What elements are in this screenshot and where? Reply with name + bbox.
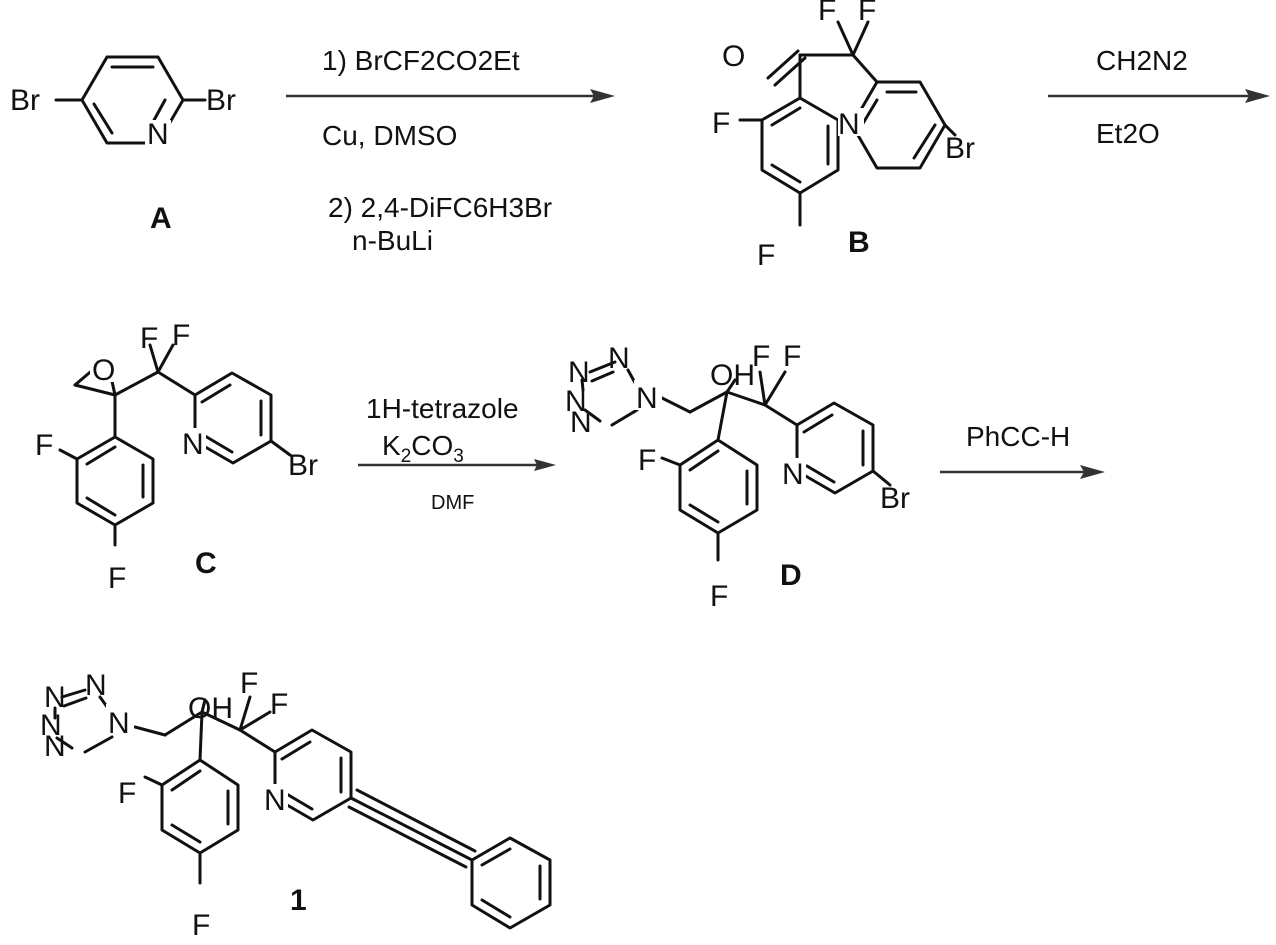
compound-c-o: O — [92, 354, 115, 387]
compound-1: N N N N N OH F F N F F 1 — [40, 667, 550, 942]
arrow-1-conditions-1: Cu, DMSO — [322, 120, 457, 151]
compound-b-f-para: F — [757, 239, 775, 272]
reaction-arrow-4: PhCC-H — [940, 421, 1105, 479]
compound-1-f-1: F — [240, 667, 258, 700]
compound-a-n: N — [147, 118, 169, 151]
compound-d-aryl-ring — [680, 440, 757, 533]
arrow-1-step-2: 2) 2,4-DiFC6H3Br — [328, 192, 552, 223]
compound-a-label: A — [150, 202, 172, 235]
compound-b-br: Br — [945, 132, 975, 165]
compound-d-n-4: N — [570, 406, 592, 439]
compound-c: O F F N Br F F C — [35, 319, 318, 595]
compound-b-f-1: F — [818, 0, 836, 27]
compound-d-n-5: N — [636, 382, 658, 415]
compound-1-oh: OH — [188, 692, 233, 725]
arrow-2-solvent: Et2O — [1096, 118, 1160, 149]
compound-c-f-2: F — [172, 319, 190, 352]
compound-b-pyridine-ring — [852, 82, 945, 168]
compound-b-o: O — [722, 40, 745, 73]
compound-b-n: N — [838, 108, 860, 141]
compound-d-label: D — [780, 559, 802, 592]
compound-d-n-py: N — [782, 458, 804, 491]
arrow-1-step-1: 1) BrCF2CO2Et — [322, 45, 520, 76]
compound-d-f-ortho: F — [638, 444, 656, 477]
compound-1-f-para: F — [192, 909, 210, 942]
reaction-arrow-3: 1H-tetrazole K2CO3 DMF — [358, 393, 556, 514]
compound-b-f-2: F — [858, 0, 876, 27]
compound-1-n-2: N — [85, 669, 107, 702]
compound-c-n: N — [182, 428, 204, 461]
arrow-4-reagent: PhCC-H — [966, 421, 1070, 452]
arrow-3-reagent: 1H-tetrazole — [366, 393, 519, 424]
compound-1-n-4: N — [44, 730, 66, 763]
compound-1-alkyne — [351, 798, 472, 860]
compound-1-n-5: N — [108, 707, 130, 740]
arrow-3-solvent: DMF — [431, 492, 474, 514]
arrow-1-conditions-2: n-BuLi — [352, 225, 433, 256]
compound-b-f-ortho: F — [712, 107, 730, 140]
compound-a-br-left: Br — [10, 84, 40, 117]
reaction-arrow-2: CH2N2 Et2O — [1048, 45, 1270, 149]
compound-d-f-para: F — [710, 580, 728, 613]
compound-d-f-2: F — [783, 340, 801, 373]
compound-d-oh: OH — [710, 359, 755, 392]
compound-1-phenyl-ring — [472, 838, 550, 928]
arrow-3-base: K2CO3 — [382, 430, 464, 467]
compound-c-br: Br — [288, 449, 318, 482]
arrow-2-reagent: CH2N2 — [1096, 45, 1188, 76]
reaction-arrow-1: 1) BrCF2CO2Et Cu, DMSO 2) 2,4-DiFC6H3Br … — [286, 45, 615, 256]
compound-d-br: Br — [880, 482, 910, 515]
compound-d-n-2: N — [608, 342, 630, 375]
compound-d: N N N N N OH F F N Br F F D — [565, 340, 910, 613]
compound-b: O F F N Br F F B — [712, 0, 975, 272]
compound-b-label: B — [848, 226, 870, 259]
compound-a-br-right: Br — [206, 84, 236, 117]
compound-1-f-2: F — [270, 688, 288, 721]
compound-1-n-py: N — [264, 784, 286, 817]
compound-c-f-ortho: F — [35, 429, 53, 462]
compound-1-label: 1 — [290, 884, 307, 917]
compound-a: N Br Br A — [10, 57, 236, 235]
compound-c-label: C — [195, 547, 217, 580]
compound-d-f-1: F — [752, 340, 770, 373]
compound-1-f-ortho: F — [118, 777, 136, 810]
compound-c-f-1: F — [140, 322, 158, 355]
compound-c-f-para: F — [108, 562, 126, 595]
